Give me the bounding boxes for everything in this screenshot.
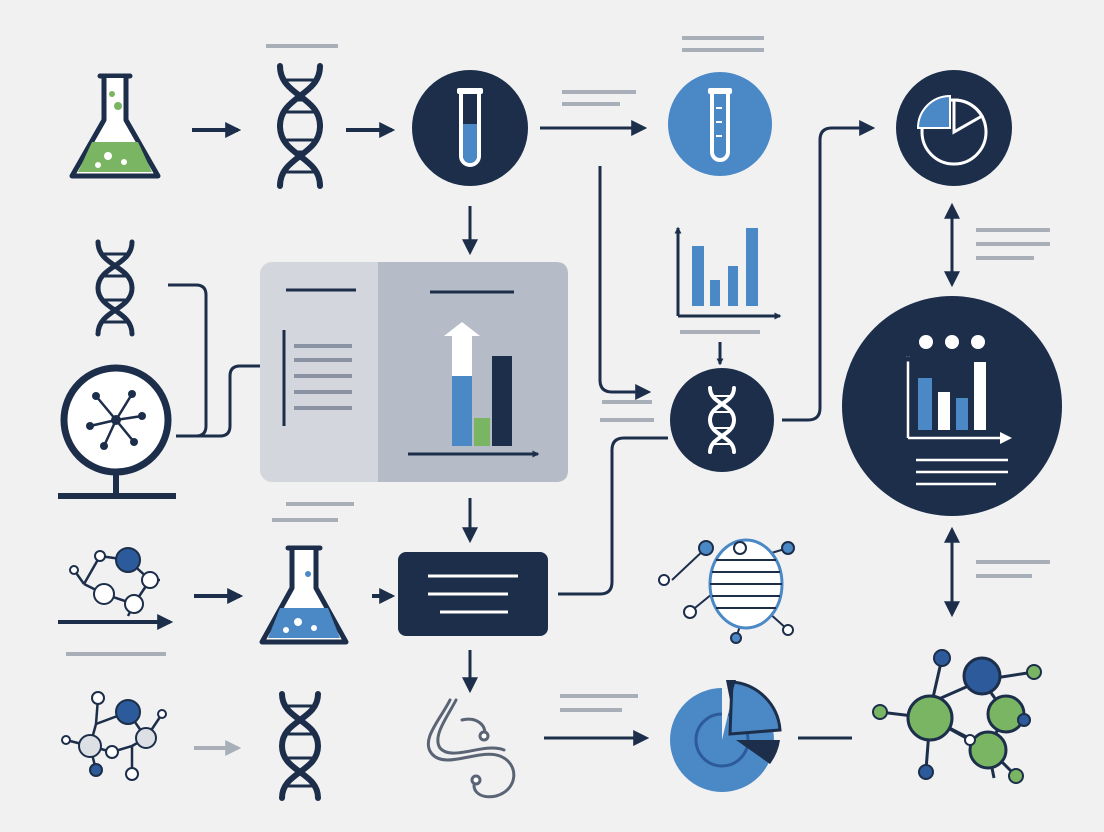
label-placeholder bbox=[682, 36, 764, 52]
analytics-node bbox=[842, 296, 1062, 516]
centrifuge-icon bbox=[58, 364, 176, 499]
dna-icon bbox=[276, 63, 324, 189]
dna-icon bbox=[95, 239, 135, 337]
molecule-icon bbox=[872, 649, 1042, 784]
label-placeholder bbox=[600, 400, 654, 422]
label-placeholder bbox=[562, 90, 636, 106]
molecule-icon bbox=[61, 691, 167, 781]
connector bbox=[782, 120, 876, 422]
test-tube-node bbox=[668, 72, 772, 176]
dna-icon bbox=[278, 691, 322, 801]
analysis-panel bbox=[260, 262, 568, 482]
flask-icon bbox=[259, 545, 349, 645]
stethoscope-icon bbox=[426, 698, 516, 799]
label-placeholder bbox=[560, 694, 638, 712]
bar-chart-icon bbox=[408, 322, 540, 458]
connector bbox=[598, 166, 652, 400]
process-box bbox=[398, 552, 548, 636]
bar-chart-icon bbox=[674, 226, 782, 320]
test-tube-node bbox=[412, 70, 528, 186]
label-placeholder bbox=[976, 560, 1050, 578]
dna-node bbox=[670, 368, 774, 472]
text-lines bbox=[282, 330, 352, 426]
flask-icon bbox=[69, 73, 161, 179]
molecule-icon bbox=[58, 547, 174, 630]
pie-chart-node bbox=[896, 70, 1012, 186]
label-placeholder bbox=[976, 228, 1050, 260]
connector bbox=[558, 436, 668, 596]
label-placeholder bbox=[272, 502, 354, 522]
network-icon bbox=[658, 538, 795, 644]
pie-chart-icon bbox=[670, 680, 782, 792]
connector bbox=[176, 364, 262, 438]
